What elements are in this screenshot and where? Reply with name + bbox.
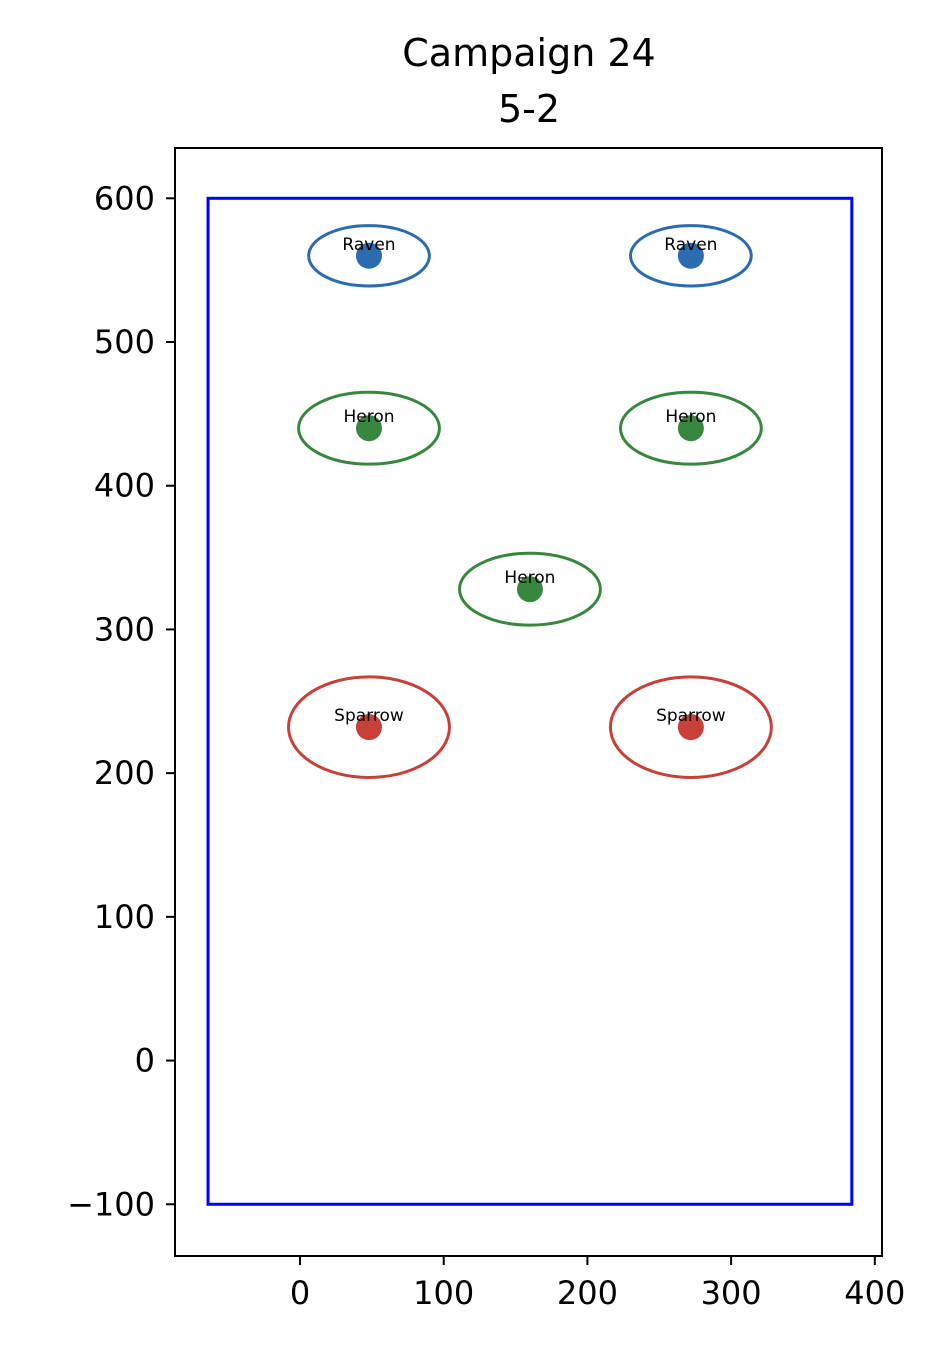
point-ellipse xyxy=(618,390,763,466)
y-tick-label: −100 xyxy=(67,1185,155,1223)
y-tick-label: 400 xyxy=(94,467,155,505)
data-point xyxy=(677,242,704,269)
point-label: Sparrow xyxy=(656,706,726,726)
chart-title: Campaign 24 xyxy=(402,31,655,75)
y-tick-label: 300 xyxy=(94,610,155,648)
point-label: Heron xyxy=(343,407,394,427)
point-ellipse xyxy=(297,390,441,466)
point-label: Heron xyxy=(665,407,716,427)
point-ellipse xyxy=(629,224,753,288)
x-tick-label: 200 xyxy=(557,1274,618,1312)
y-tick-label: 100 xyxy=(94,898,155,936)
x-tick-label: 300 xyxy=(701,1274,762,1312)
y-tick-label: 0 xyxy=(135,1042,155,1080)
plot-area: 0 100 200 300 400 −100 0 100 200 300 400 500 600Rave… xyxy=(67,147,905,1312)
point-ellipse xyxy=(458,551,602,627)
x-tick-label: 100 xyxy=(413,1274,474,1312)
boundary-rect xyxy=(206,196,854,1206)
point-label: Raven xyxy=(342,235,395,255)
data-point xyxy=(355,415,382,442)
point-ellipse xyxy=(307,224,431,288)
x-tick-label: 0 xyxy=(290,1274,310,1312)
y-tick-label: 600 xyxy=(94,179,155,217)
x-tick-label: 400 xyxy=(844,1274,905,1312)
point-ellipse xyxy=(608,675,773,779)
data-point xyxy=(677,714,704,741)
y-tick-label: 500 xyxy=(94,323,155,361)
chart-subtitle: 5-2 xyxy=(498,87,560,131)
data-point xyxy=(355,714,382,741)
point-label: Raven xyxy=(664,235,717,255)
y-tick-label: 200 xyxy=(94,754,155,792)
point-label: Heron xyxy=(504,568,555,588)
point-label: Sparrow xyxy=(334,706,404,726)
data-point xyxy=(516,576,543,603)
axes-frame xyxy=(174,147,883,1257)
point-ellipse xyxy=(287,675,451,779)
data-point xyxy=(355,242,382,269)
data-point xyxy=(677,415,704,442)
